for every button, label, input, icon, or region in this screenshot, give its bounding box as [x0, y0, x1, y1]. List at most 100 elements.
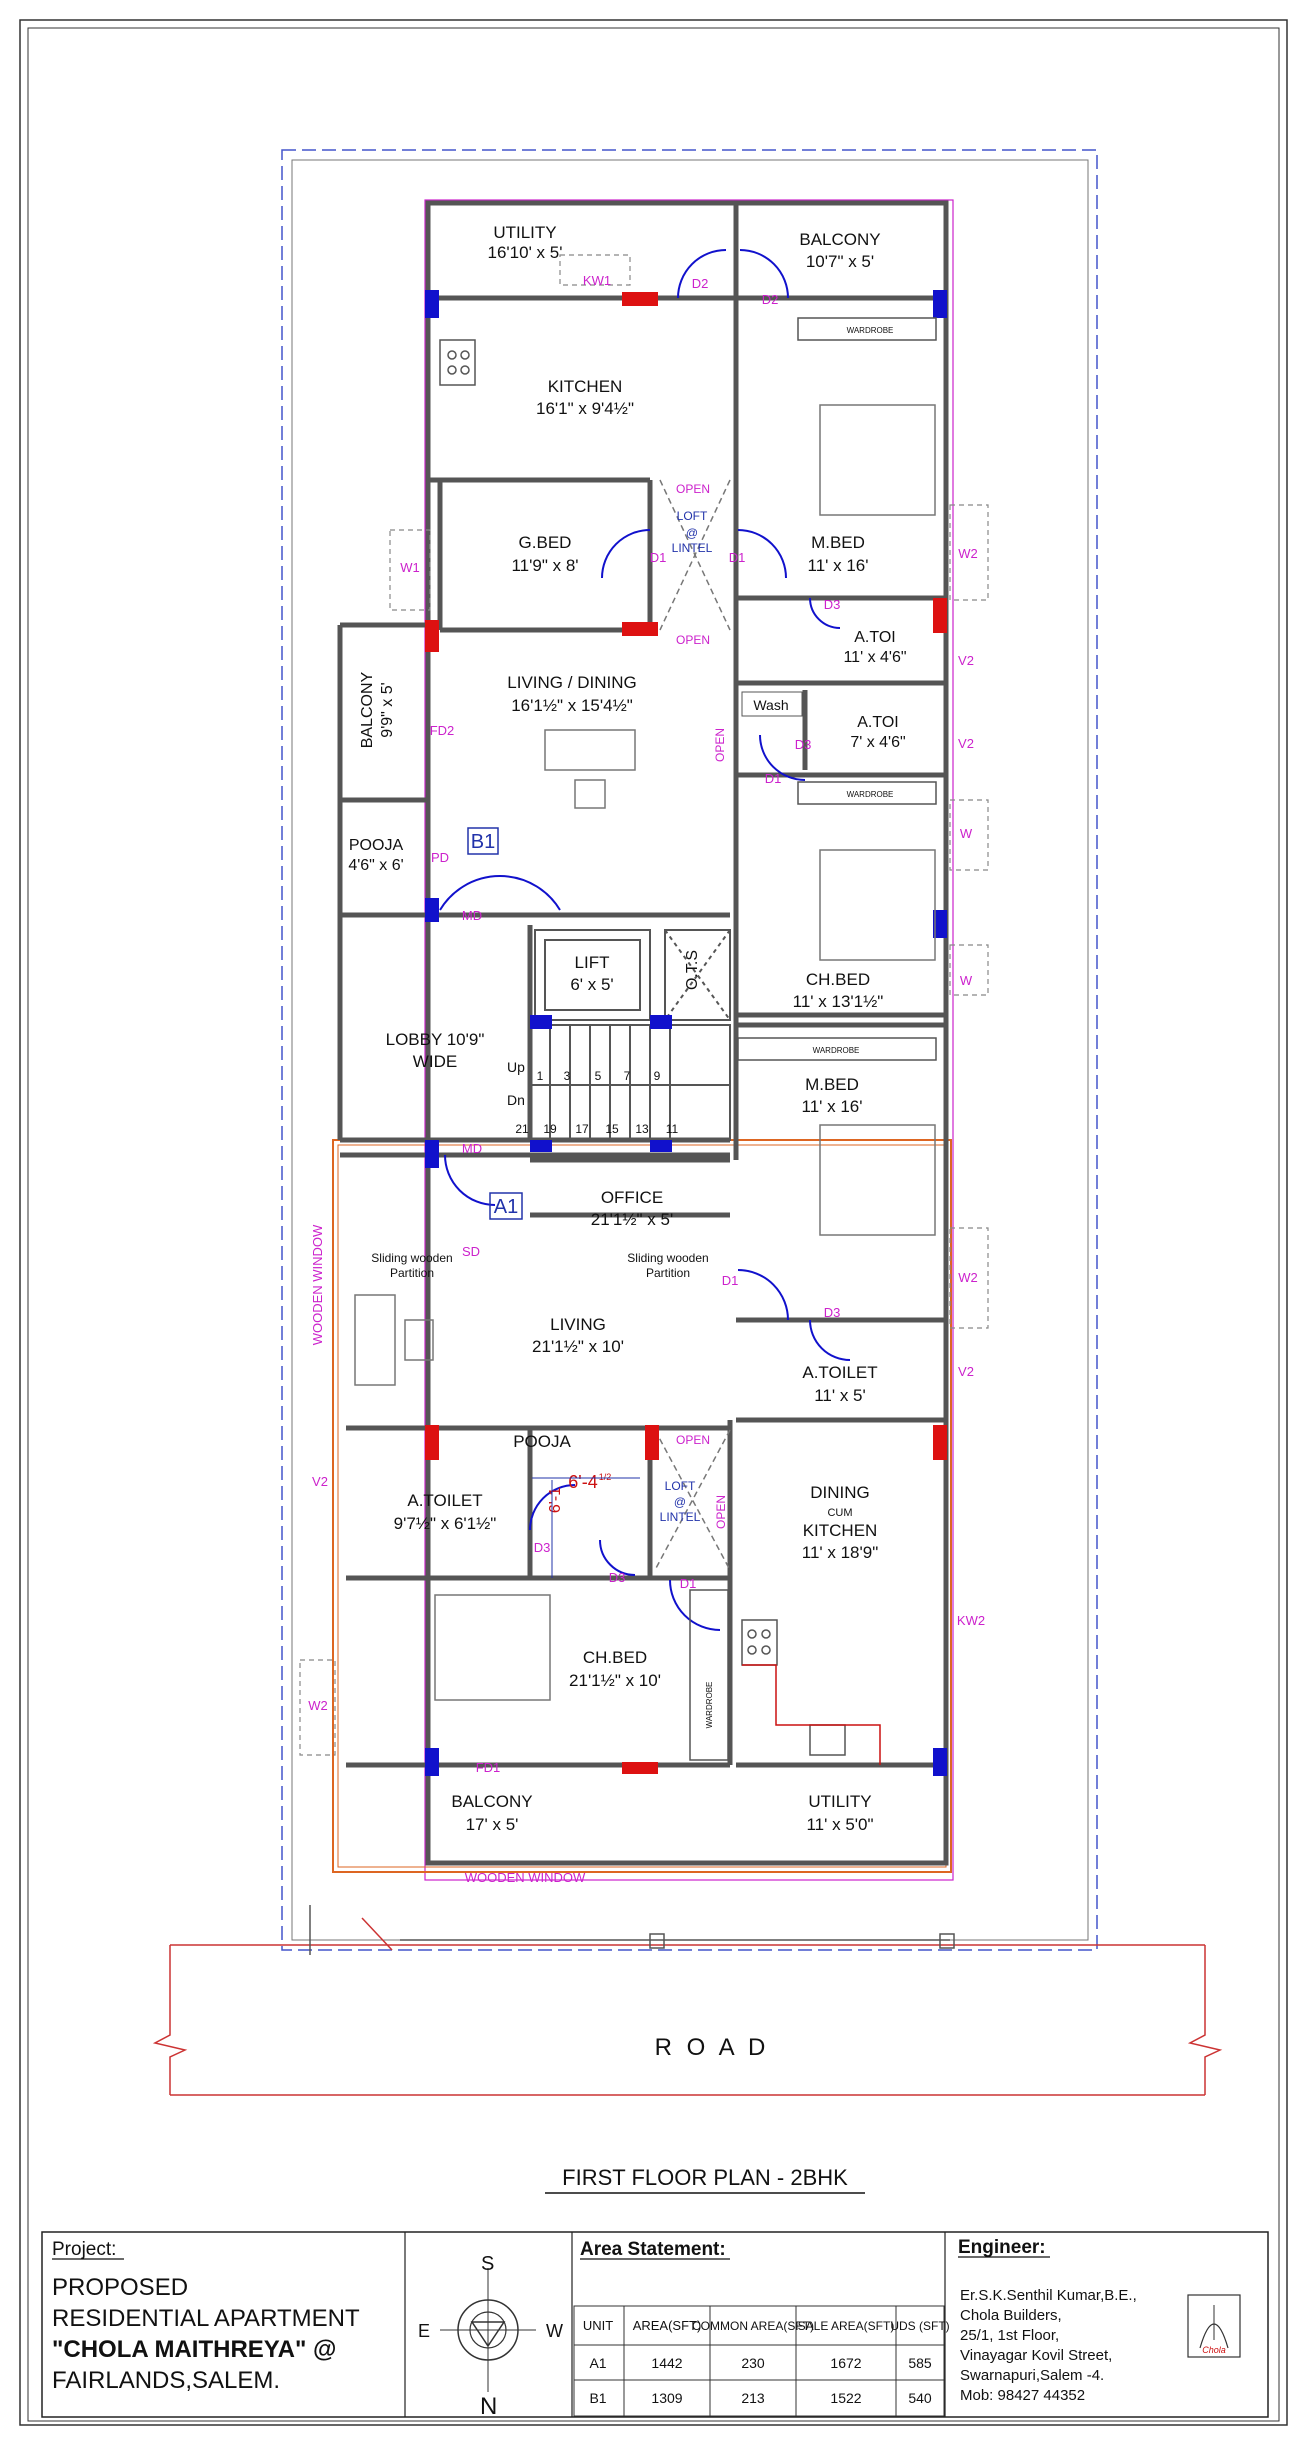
unit-b1-tag: B1 — [471, 831, 495, 853]
gbed-size: 11'9" x 8' — [511, 556, 578, 575]
mbed-b1-size: 11' x 16' — [808, 556, 869, 575]
row-b1-common: 213 — [741, 2390, 765, 2406]
row-a1-area: 1442 — [651, 2355, 682, 2371]
living-a1-size: 21'1½" x 10' — [532, 1337, 624, 1356]
tag-d3-top: D3 — [824, 597, 841, 612]
tag-v2-1: V2 — [958, 653, 974, 668]
unit-a1-box — [489, 1192, 523, 1220]
utility-top-size: 16'10' x 5' — [488, 243, 563, 262]
room-labels: UTILITY 16'10' x 5' BALCONY 10'7" x 5' K… — [348, 223, 906, 1834]
mbed-a1-size: 11' x 16' — [802, 1097, 863, 1116]
chbed-b1-name: CH.BED — [806, 970, 870, 989]
wardrobes — [689, 317, 937, 1761]
atoilet-r-size: 11' x 5' — [814, 1386, 866, 1405]
tag-w-2: W — [960, 973, 973, 988]
project-line-2: RESIDENTIAL APARTMENT — [52, 2305, 360, 2332]
stair-dn: Dn — [507, 1092, 525, 1108]
tag-v2-2: V2 — [958, 736, 974, 751]
tag-open-top: OPEN — [676, 482, 710, 496]
atoi-2-size: 7' x 4'6" — [850, 734, 905, 751]
utility-top-name: UTILITY — [493, 223, 556, 242]
balcony-left-name: BALCONY — [359, 671, 376, 748]
lobby-name: LOBBY 10'9" — [386, 1030, 485, 1049]
utility-bottom-name: UTILITY — [808, 1792, 871, 1811]
chbed-a1-name: CH.BED — [583, 1648, 647, 1667]
wash-label: Wash — [753, 697, 788, 713]
tag-open-side: OPEN — [713, 728, 727, 762]
lift-name: LIFT — [575, 953, 610, 972]
gate — [309, 1905, 955, 1955]
engineer-line-5: Swarnapuri,Salem -4. — [960, 2367, 1104, 2384]
road-edges — [152, 1944, 1223, 2096]
tag-v2-4: V2 — [312, 1474, 328, 1489]
tag-open-a1-side: OPEN — [714, 1495, 728, 1529]
step-13: 13 — [635, 1122, 649, 1136]
header-sale: SALE AREA(SFT) — [798, 2319, 895, 2333]
dim-label-1: 6'-4 — [568, 1472, 597, 1492]
atoilet-r-name: A.TOILET — [802, 1363, 877, 1382]
compass-e: E — [418, 2321, 430, 2341]
dining-name2: KITCHEN — [803, 1521, 878, 1540]
header-unit: UNIT — [583, 2318, 613, 2333]
tag-d1-kitchen: D1 — [680, 1576, 697, 1591]
loft-at-2: @ — [674, 1495, 686, 1509]
dim-label-2: 6'-1 — [547, 1487, 564, 1513]
mbed-b1-name: M.BED — [811, 533, 865, 552]
row-a1-sale: 1672 — [830, 2355, 861, 2371]
title-block: Project: PROPOSED RESIDENTIAL APARTMENT … — [41, 2231, 1269, 2420]
sliding-right-1: Sliding wooden — [627, 1251, 708, 1265]
pooja-b1-name: POOJA — [349, 837, 404, 854]
tag-d1-chbed: D1 — [765, 771, 782, 786]
sheet-inner-border — [27, 27, 1280, 2422]
wardrobe-3: WARDROBE — [813, 1046, 860, 1055]
tag-d1-mbed: D1 — [729, 550, 746, 565]
tag-open-bottom: OPEN — [676, 633, 710, 647]
tag-d1-a1: D1 — [722, 1273, 739, 1288]
project-label: Project: — [52, 2239, 116, 2260]
step-19: 19 — [543, 1122, 557, 1136]
balcony-left-size: 9'9" x 5' — [379, 682, 396, 737]
kitchen-name: KITCHEN — [548, 377, 623, 396]
tag-md-b1: MD — [462, 908, 482, 923]
living-a1-name: LIVING — [550, 1315, 606, 1334]
plan-title: FIRST FLOOR PLAN - 2BHK — [562, 2165, 848, 2190]
header-uds: UDS (SFT) — [890, 2319, 949, 2333]
tag-d3-a1: D3 — [824, 1305, 841, 1320]
mbed-a1-name: M.BED — [805, 1075, 859, 1094]
engineer-line-1: Er.S.K.Senthil Kumar,B.E., — [960, 2287, 1137, 2304]
logo-text: Chola — [1202, 2345, 1226, 2355]
tag-pd: PD — [431, 850, 449, 865]
engineer-line-3: 25/1, 1st Floor, — [960, 2327, 1059, 2344]
kitchen-fixtures — [439, 339, 881, 1765]
tag-d3-mid: D3 — [795, 737, 812, 752]
atoilet-l-name: A.TOILET — [407, 1491, 482, 1510]
tag-d1-gbed: D1 — [650, 550, 667, 565]
sliding-left-1: Sliding wooden — [371, 1251, 452, 1265]
dim-label-1-frac: 1/2 — [599, 1472, 612, 1482]
dining-size: 11' x 18'9" — [802, 1543, 878, 1562]
plot-boundary — [281, 149, 1098, 1951]
sheet-outer-border — [19, 19, 1288, 2426]
balcony-top-size: 10'7" x 5' — [806, 252, 874, 271]
dining-sub: CUM — [827, 1507, 852, 1519]
dining-name: DINING — [810, 1483, 870, 1502]
row-a1-common: 230 — [741, 2355, 765, 2371]
loft-label-2: LOFT — [665, 1479, 696, 1493]
stair-lines — [529, 929, 731, 1141]
window-boxes — [299, 254, 989, 1756]
door-swings — [439, 249, 851, 1631]
lintel-label-1: LINTEL — [672, 541, 713, 555]
unit-b1-box — [467, 827, 499, 855]
office-name: OFFICE — [601, 1188, 663, 1207]
project-line-3: "CHOLA MAITHREYA" @ — [52, 2336, 336, 2363]
row-a1-unit: A1 — [589, 2355, 606, 2371]
engineer-line-2: Chola Builders, — [960, 2307, 1062, 2324]
tag-v2-3: V2 — [958, 1364, 974, 1379]
tag-open-a1: OPEN — [676, 1433, 710, 1447]
ots-label: O.T.S — [684, 950, 701, 990]
project-line-4: FAIRLANDS,SALEM. — [52, 2367, 280, 2394]
tag-wooden-window-side: WOODEN WINDOW — [310, 1224, 325, 1345]
tag-d2-right: D2 — [762, 292, 779, 307]
tag-w2-mid: W2 — [958, 1270, 978, 1285]
tag-w2-bottom: W2 — [308, 1698, 328, 1713]
